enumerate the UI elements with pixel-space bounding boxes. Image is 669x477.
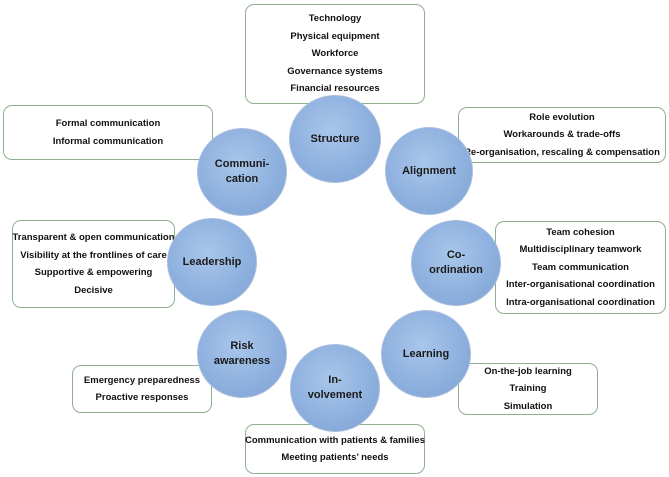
coordination-item: Intra-organisational coordination — [506, 296, 655, 308]
coordination-item: Team cohesion — [546, 226, 615, 238]
alignment-circle: Alignment — [385, 127, 473, 215]
risk-awareness-box: Emergency preparedness Proactive respons… — [72, 365, 212, 413]
alignment-item: Workarounds & trade-offs — [503, 129, 621, 141]
structure-label: Structure — [310, 132, 360, 145]
leadership-item: Transparent & open communication — [12, 232, 175, 243]
involvement-item: Communication with patients & families — [245, 434, 425, 446]
learning-item: Training — [509, 383, 547, 395]
learning-item: Simulation — [503, 400, 553, 412]
learning-label: Learning — [402, 347, 450, 360]
structure-item: Financial resources — [290, 83, 380, 95]
alignment-box: Role evolution Workarounds & trade-offs … — [458, 107, 666, 163]
communication-item: Formal communication — [55, 118, 161, 129]
learning-circle: Learning — [381, 310, 471, 398]
involvement-item: Meeting patients’ needs — [281, 452, 389, 463]
risk-awareness-label: Risk awareness — [213, 340, 271, 367]
leadership-label: Leadership — [182, 255, 242, 268]
learning-item: On-the-job learning — [484, 365, 572, 377]
involvement-label: In- volvement — [307, 374, 363, 401]
coordination-circle: Co- ordination — [411, 220, 501, 306]
involvement-circle: In- volvement — [290, 344, 380, 432]
involvement-box: Communication with patients & families M… — [245, 424, 425, 474]
alignment-label: Alignment — [402, 164, 456, 177]
leadership-item: Supportive & empowering — [34, 267, 153, 278]
alignment-item: Re-organisation, rescaling & compensatio… — [464, 146, 660, 158]
coordination-box: Team cohesion Multidisciplinary teamwork… — [495, 221, 666, 314]
structure-circle: Structure — [289, 95, 381, 183]
structure-box: Technology Physical equipment Workforce … — [245, 4, 425, 104]
leadership-box: Transparent & open communication Visibil… — [12, 220, 175, 308]
coordination-label: Co- ordination — [429, 249, 483, 276]
alignment-item: Role evolution — [529, 111, 595, 123]
leadership-circle: Leadership — [167, 218, 257, 306]
coordination-item: Inter-organisational coordination — [506, 279, 655, 291]
risk-awareness-item: Emergency preparedness — [83, 374, 201, 386]
coordination-item: Multidisciplinary teamwork — [519, 244, 642, 256]
risk-awareness-circle: Risk awareness — [197, 310, 287, 398]
communication-item: Informal communication — [52, 135, 164, 147]
risk-awareness-item: Proactive responses — [95, 392, 189, 403]
leadership-item: Decisive — [74, 284, 113, 296]
structure-item: Governance systems — [287, 65, 383, 77]
structure-item: Workforce — [311, 48, 359, 60]
structure-item: Technology — [308, 13, 362, 25]
structure-item: Physical equipment — [290, 30, 380, 42]
communication-label: Communi- cation — [214, 158, 270, 185]
learning-box: On-the-job learning Training Simulation — [458, 363, 598, 415]
leadership-item: Visibility at the frontlines of care — [20, 249, 167, 261]
communication-circle: Communi- cation — [197, 128, 287, 216]
communication-box: Formal communication Informal communicat… — [3, 105, 213, 160]
coordination-item: Team communication — [532, 261, 629, 273]
